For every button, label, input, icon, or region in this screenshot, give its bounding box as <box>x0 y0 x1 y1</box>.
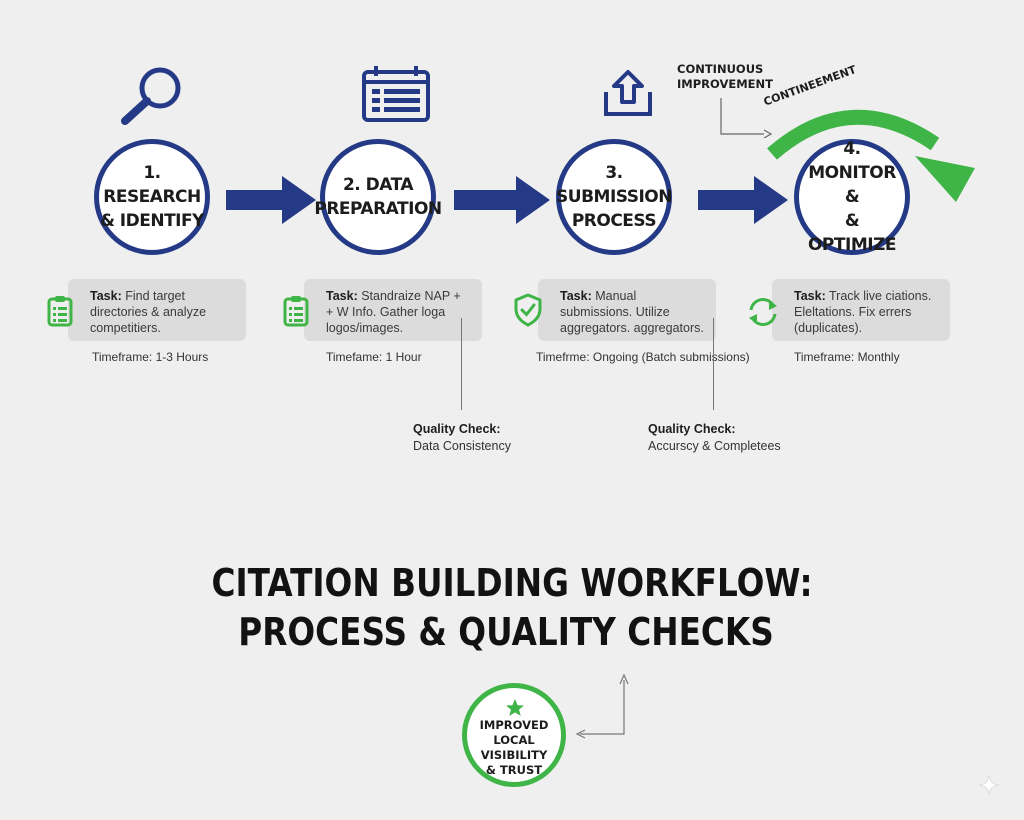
refresh-icon <box>749 298 777 326</box>
task-label: Task: <box>326 289 358 303</box>
task-box-monitor: Task: Track live ciations. Eleltations. … <box>772 279 950 341</box>
task-box-submission: Task: Manual submissions. Utilize aggreg… <box>538 279 716 341</box>
magnifier-icon <box>121 67 181 125</box>
step-label-research: 1. RESEARCH & IDENTIFY <box>100 163 204 231</box>
task-box-research: Task: Find target directories & analyze … <box>68 279 246 341</box>
task-label: Task: <box>560 289 592 303</box>
quality-check-data-consistency: Quality Check: Data Consistency <box>413 421 511 455</box>
continuous-loop-arrow <box>767 109 975 202</box>
quality-check-title: Quality Check: <box>648 422 736 436</box>
arrow-step1-to-step2 <box>226 176 316 224</box>
step-circle-monitor: 4. MONITOR & & OPTIMIZE <box>794 139 910 255</box>
page-title-line-2: PROCESS & QUALITY CHECKS <box>238 610 774 654</box>
quality-check-value: Accurscy & Completees <box>648 439 781 453</box>
arrow-step3-to-step4 <box>698 176 788 224</box>
step-circle-data-preparation: 2. DATA PREPARATION <box>314 139 442 255</box>
step-label-data-preparation: 2. DATA PREPARATION <box>314 175 442 219</box>
timeframe-data-preparation: Timefame: 1 Hour <box>326 350 422 364</box>
outcome-circle: IMPROVED LOCAL VISIBILITY & TRUST <box>462 683 566 787</box>
clipboard-icon <box>283 296 309 327</box>
star-icon <box>506 699 524 716</box>
timeframe-monitor: Timeframe: Monthly <box>794 350 900 364</box>
quality-check-title: Quality Check: <box>413 422 501 436</box>
step-circle-research: 1. RESEARCH & IDENTIFY <box>94 139 210 255</box>
task-text: Manual submissions. Utilize aggregators.… <box>560 289 704 335</box>
step-circle-submission: 3. SUBMISSION PROCESS <box>556 139 672 255</box>
quality-check-connector <box>461 318 462 410</box>
quality-check-accuracy: Quality Check: Accurscy & Completees <box>648 421 781 455</box>
page-title-line-1: CITATION BUILDING WORKFLOW: <box>211 561 813 605</box>
clipboard-icon <box>47 296 73 327</box>
task-text: Track live ciations. Eleltations. Fix er… <box>794 289 932 335</box>
calendar-form-icon <box>362 66 430 122</box>
task-text: Standraize NAP + + W Info. Gather loga l… <box>326 289 461 335</box>
step-label-submission: 3. SUBMISSION PROCESS <box>556 163 672 231</box>
arrow-step2-to-step3 <box>454 176 550 224</box>
task-box-data-preparation: Task: Standraize NAP + + W Info. Gather … <box>304 279 482 341</box>
task-label: Task: <box>90 289 122 303</box>
upload-icon <box>604 70 652 116</box>
task-label: Task: <box>794 289 826 303</box>
quality-check-connector <box>713 318 714 410</box>
quality-check-value: Data Consistency <box>413 439 511 453</box>
shield-check-icon <box>514 293 542 327</box>
sparkle-icon <box>978 774 1000 796</box>
step-label-monitor: 4. MONITOR & & OPTIMIZE <box>807 139 897 255</box>
timeframe-submission: Timefrme: Ongoing (Batch submissions) <box>536 350 750 364</box>
continuous-improvement-connector <box>720 98 772 138</box>
outcome-connector <box>575 673 629 739</box>
timeframe-research: Timeframe: 1-3 Hours <box>92 350 209 364</box>
task-text: Find target directories & analyze compet… <box>90 289 207 335</box>
outcome-label: IMPROVED LOCAL VISIBILITY & TRUST <box>479 718 549 777</box>
continuous-improvement-label: CONTINUOUS IMPROVEMENT <box>677 62 773 91</box>
